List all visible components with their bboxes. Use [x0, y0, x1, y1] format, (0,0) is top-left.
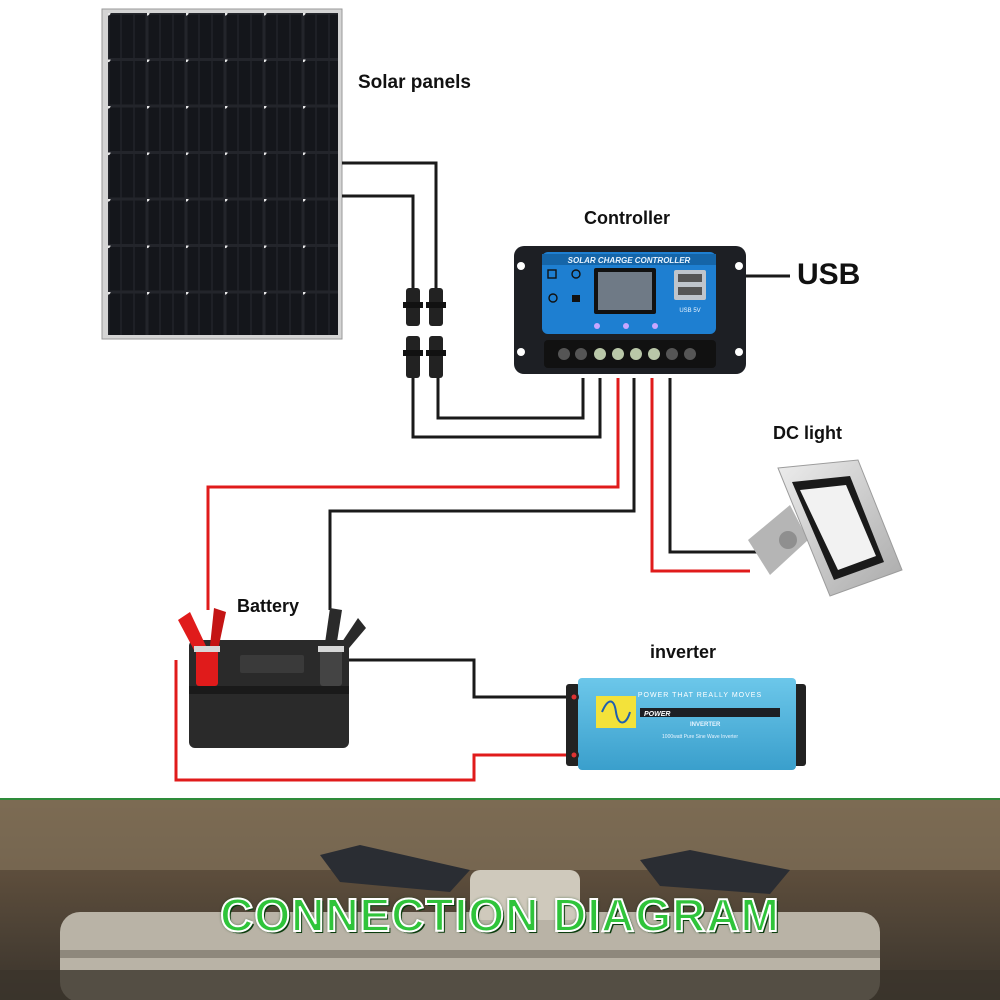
banner-photo — [0, 800, 1000, 1000]
inverter-subtitle: 1000watt Pure Sine Wave Inverter — [662, 734, 738, 740]
load-wires — [650, 378, 760, 573]
mc4-connectors — [403, 288, 446, 378]
battery — [178, 608, 366, 748]
label-inverter: inverter — [650, 642, 717, 662]
inverter-model: INVERTER — [690, 722, 721, 728]
inverter: POWER THAT REALLY MOVES POWER INVERTER 1… — [566, 678, 806, 770]
label-battery: Battery — [237, 596, 300, 616]
charge-controller: SOLAR CHARGE CONTROLLER USB 5V — [514, 246, 746, 374]
battery-wires — [206, 378, 636, 610]
panel-wires — [342, 161, 602, 439]
dc-light — [748, 459, 903, 597]
inverter-brand: POWER — [644, 711, 670, 718]
solar-panel — [101, 8, 343, 340]
label-dc-light: DC light — [773, 423, 842, 443]
label-solar-panels: Solar panels — [358, 72, 471, 93]
controller-usb-tag: USB 5V — [679, 308, 700, 314]
banner-title: CONNECTION DIAGRAM — [219, 888, 780, 942]
controller-brand-text: SOLAR CHARGE CONTROLLER — [568, 256, 691, 265]
label-usb: USB — [797, 258, 861, 291]
inverter-tagline: POWER THAT REALLY MOVES — [638, 692, 762, 699]
banner-scene — [0, 800, 1000, 1000]
label-controller: Controller — [584, 208, 671, 228]
inverter-wires — [174, 658, 570, 782]
